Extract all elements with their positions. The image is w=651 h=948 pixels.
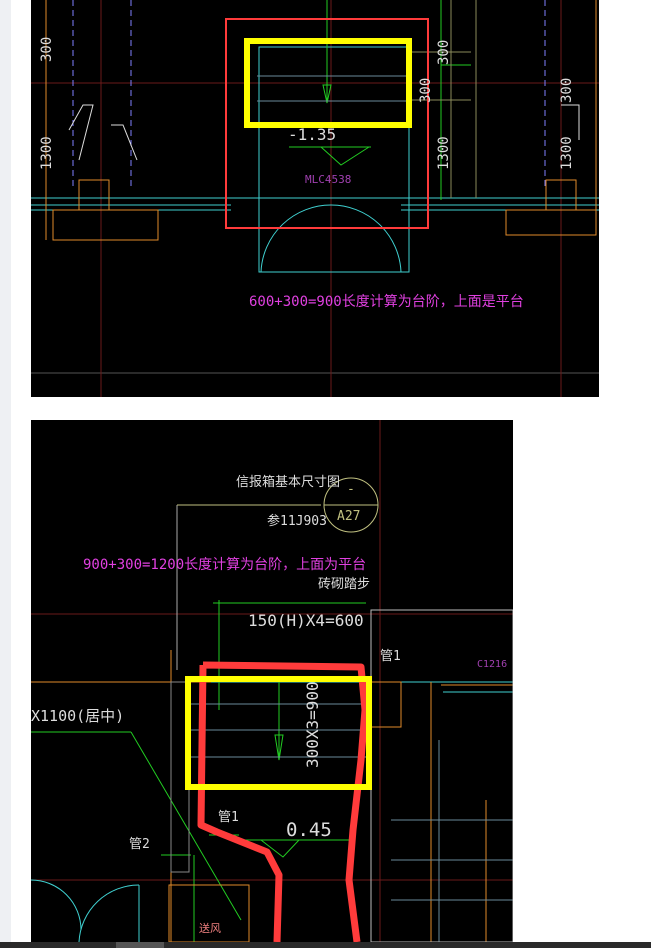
red-hand-drawn-outline: [197, 661, 369, 942]
circle-bottom-label: A27: [337, 509, 360, 524]
door-code: MLC4538: [305, 173, 351, 186]
step-height-label: 150(H)X4=600: [248, 611, 364, 630]
dim-label: 300: [559, 78, 575, 103]
vent-label: 送风: [199, 921, 221, 935]
cad-screenshot-1: 300 1300 300 300 1300 300 1300 -1.35 MLC…: [31, 0, 599, 397]
yellow-highlight-box: [185, 676, 372, 790]
cad-drawing-1: 300 1300 300 300 1300 300 1300 -1.35 MLC…: [31, 0, 599, 397]
page-left-margin: [0, 0, 11, 942]
dim-label: 1300: [436, 136, 452, 170]
step-depth-label: 300X3=900: [303, 681, 322, 768]
elevation-label: -1.35: [288, 125, 336, 144]
annotation-text: 600+300=900长度计算为台阶，上面是平台: [249, 294, 524, 310]
horizontal-scrollbar[interactable]: [0, 942, 651, 948]
pipe-label: 管1: [380, 649, 401, 664]
width-note: X1100(居中): [31, 707, 124, 725]
elevation-label: 0.45: [286, 819, 332, 841]
dim-label: 300: [436, 40, 452, 65]
title-label: 信报箱基本尺寸图: [236, 474, 340, 490]
dim-label: 1300: [559, 136, 575, 170]
dim-label: 300: [418, 78, 434, 103]
dim-label: 1300: [39, 136, 55, 170]
annotation-text: 900+300=1200长度计算为台阶，上面为平台: [83, 557, 366, 573]
dim-label: 300: [39, 37, 55, 62]
pipe-label: 管2: [129, 837, 150, 852]
scrollbar-thumb[interactable]: [116, 942, 164, 948]
yellow-highlight-box: [244, 38, 412, 128]
red-highlight-box: [225, 18, 429, 229]
reference-label: 参11J903: [267, 513, 327, 529]
cad-screenshot-2: 信报箱基本尺寸图 参11J903 - A27 砖砌踏步 150(H)X4=600…: [31, 420, 513, 942]
pipe-label: 管1: [218, 810, 239, 825]
brick-steps-label: 砖砌踏步: [318, 577, 370, 592]
cad-drawing-2: 信报箱基本尺寸图 参11J903 - A27 砖砌踏步 150(H)X4=600…: [31, 420, 513, 942]
window-code: C1216: [477, 659, 507, 670]
circle-top-label: -: [347, 482, 355, 497]
